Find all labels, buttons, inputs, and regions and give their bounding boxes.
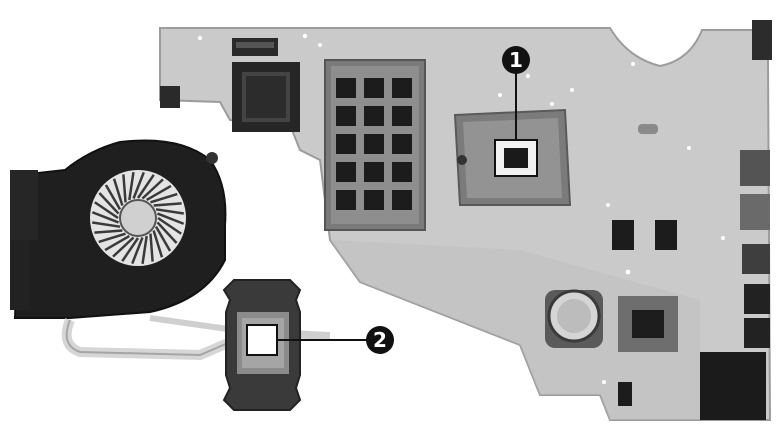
fan-blade <box>122 174 127 203</box>
memory-chip <box>392 78 412 98</box>
fan-blade <box>152 230 164 258</box>
memory-chip <box>392 134 412 154</box>
fan-blade <box>146 184 172 202</box>
fan-blade <box>128 172 135 201</box>
fan-impeller <box>90 170 186 266</box>
memory-chip <box>336 190 356 210</box>
fan-blade <box>157 216 182 235</box>
callout-2-number: 2 <box>373 328 387 352</box>
memory-chip <box>336 134 356 154</box>
rtc-battery <box>545 289 603 348</box>
board-chips <box>612 124 677 406</box>
memory-chip <box>364 78 384 98</box>
right-edge-ports <box>700 20 772 420</box>
fan-blade <box>141 178 164 200</box>
fan-hub <box>119 199 157 237</box>
fan-blade <box>136 174 155 199</box>
fan-blade <box>94 201 119 220</box>
fan-blade <box>155 208 184 215</box>
callout-1: 1 <box>502 46 530 140</box>
fan-blade <box>98 192 120 215</box>
memory-chip <box>392 106 412 126</box>
fan-blade <box>141 235 148 264</box>
fan-blade <box>154 226 172 252</box>
fan-blade <box>112 236 135 258</box>
board-holes <box>197 33 725 437</box>
callout-1-number: 1 <box>509 48 523 72</box>
memory-chip <box>364 134 384 154</box>
memory-chips <box>336 78 412 210</box>
fan-blade <box>92 221 121 228</box>
memory-chip <box>364 162 384 182</box>
callout-2: 2 <box>277 326 394 354</box>
connector-top-left <box>232 38 300 132</box>
fan-blade <box>131 237 144 265</box>
callout-1-badge <box>502 46 530 74</box>
fan-blade <box>156 221 178 244</box>
memory-chip <box>392 190 412 210</box>
fan-blade <box>94 229 123 234</box>
small-connector-left-edge <box>160 86 180 108</box>
memory-chip <box>364 190 384 210</box>
fan-blade <box>98 232 126 244</box>
fan-blade <box>149 233 154 262</box>
fan-blade <box>132 171 145 199</box>
memory-chip <box>392 162 412 182</box>
heat-sink-contact-pad <box>246 324 278 356</box>
fan-blade <box>91 211 119 224</box>
memory-chip <box>336 106 356 126</box>
fan-blade <box>104 234 130 252</box>
memory-chip <box>336 78 356 98</box>
fan-blade <box>112 178 124 206</box>
fan-blade <box>153 202 182 207</box>
memory-chip <box>364 106 384 126</box>
chipset <box>618 296 678 352</box>
callout-2-badge <box>366 326 394 354</box>
fan-blade <box>150 192 178 204</box>
fan-blade <box>104 184 122 210</box>
processor <box>494 139 538 177</box>
memory-chip <box>336 162 356 182</box>
fan-blade <box>121 237 140 262</box>
fan-blade <box>157 212 185 225</box>
system-board <box>159 27 772 421</box>
